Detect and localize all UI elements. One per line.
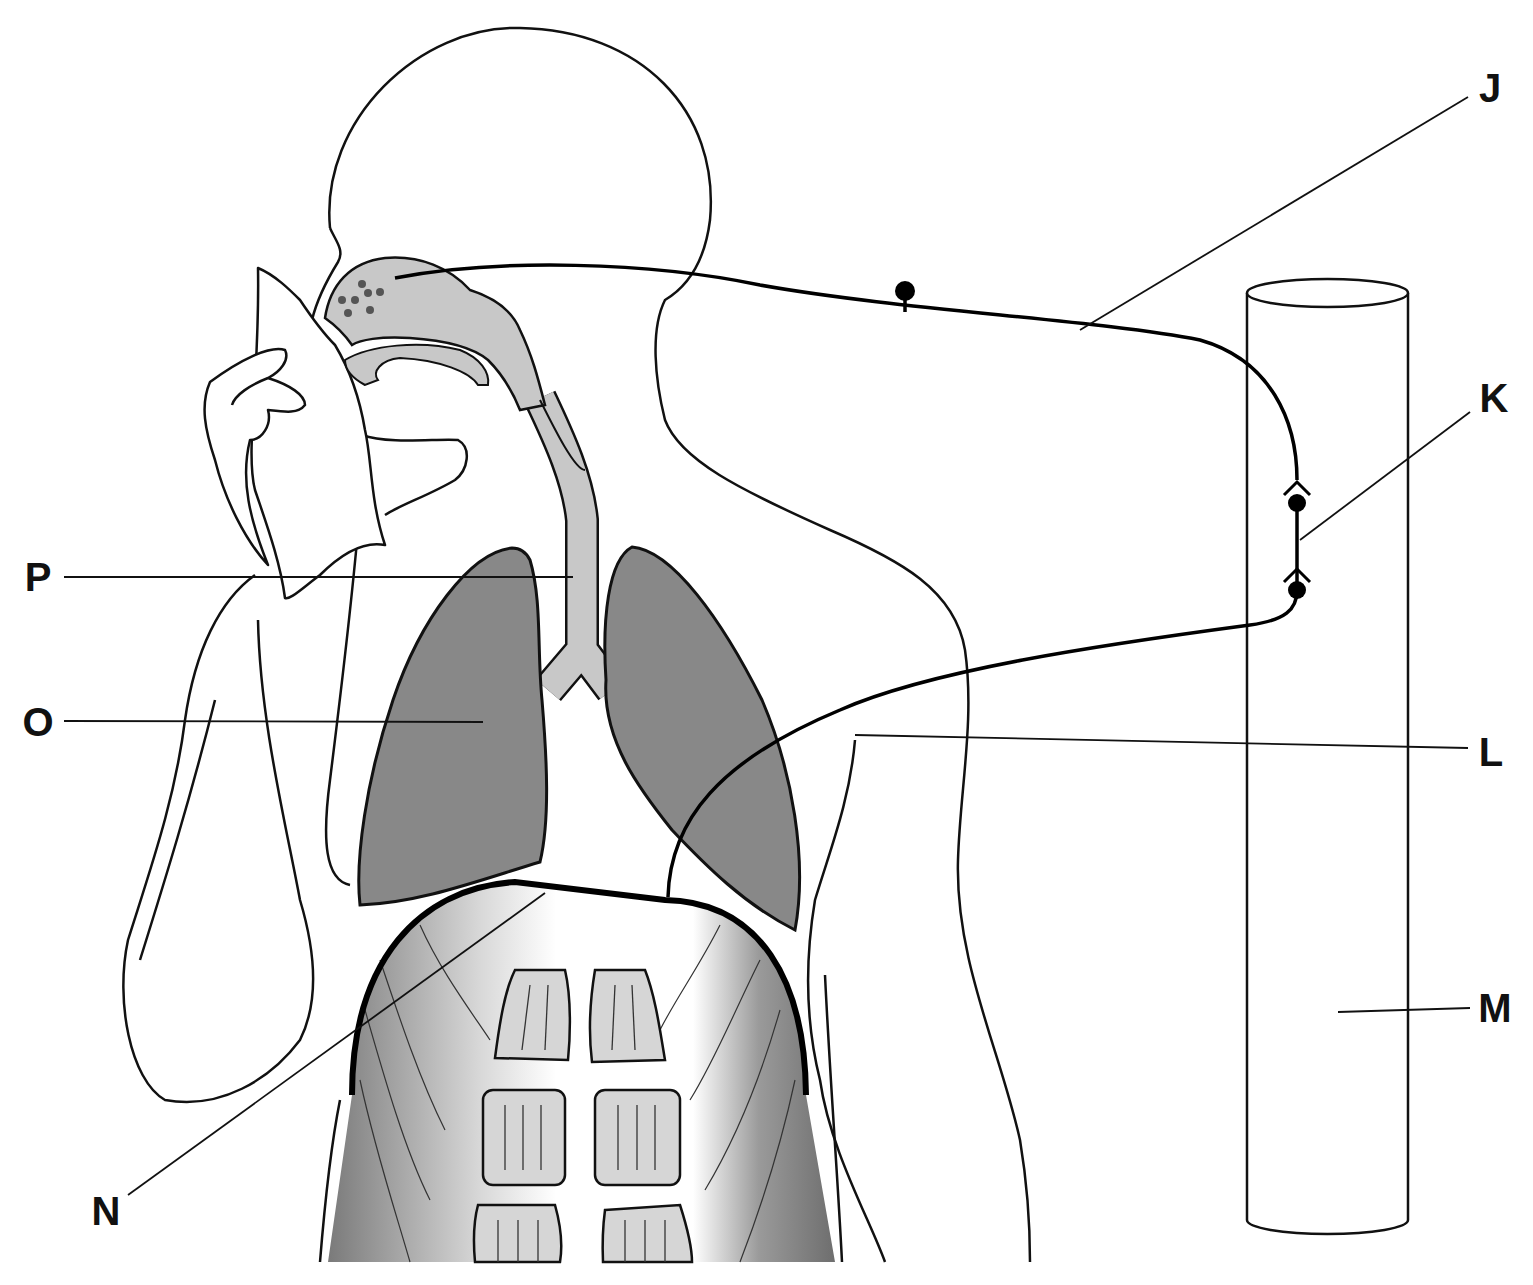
abdominal-muscles <box>522 1105 523 1170</box>
leader-lines <box>64 576 573 578</box>
spinal-cord <box>1247 279 1408 1234</box>
body-outline <box>825 975 842 1262</box>
airway <box>366 306 374 314</box>
callout-letter: N <box>90 1191 123 1231</box>
callout-letter: M <box>1476 988 1513 1028</box>
nerve-dots <box>895 281 1306 599</box>
airway <box>364 289 372 297</box>
body-outline <box>362 435 467 515</box>
abdominal-muscles <box>644 1220 645 1262</box>
leader-lines <box>64 721 483 722</box>
leader-lines <box>855 735 1468 748</box>
abdominal-muscles <box>654 1105 655 1170</box>
nerve-dots <box>1288 581 1306 599</box>
abdominal-muscles <box>498 985 665 1262</box>
nerve-pathway <box>395 265 1297 480</box>
abdominal-muscles <box>636 1105 637 1170</box>
nerve-pathway <box>668 590 1297 897</box>
leader-lines <box>1338 1008 1470 1012</box>
abdominal-muscles <box>360 925 795 1262</box>
abdominal-muscles <box>365 1010 430 1200</box>
abdominal-muscles <box>497 1220 498 1262</box>
abdominal-muscles <box>624 1220 625 1262</box>
nerve-pathway <box>1284 482 1310 495</box>
callout-letter: O <box>20 702 55 742</box>
abdominal-muscles <box>690 960 760 1100</box>
abdominal-muscles <box>420 925 490 1040</box>
spinal-cord <box>1247 293 1408 1234</box>
leader-lines <box>128 893 545 1195</box>
abdominal-muscles <box>517 1220 518 1262</box>
nerve-dots <box>1288 494 1306 512</box>
airway <box>325 258 545 410</box>
abdominal-muscles <box>504 1105 505 1170</box>
callout-letter: K <box>1478 378 1511 418</box>
abdominal-muscles <box>617 1105 618 1170</box>
airway <box>345 345 488 385</box>
lungs <box>359 547 800 930</box>
abdominal-muscles <box>474 1205 561 1262</box>
abdominal-muscles <box>540 1105 541 1170</box>
nerve-pathway <box>395 265 1310 897</box>
leader-lines <box>64 97 1470 1195</box>
hand-tissue <box>205 349 305 565</box>
abdominal-muscles <box>612 985 615 1050</box>
nerve-pathway <box>1295 503 1299 590</box>
abdominal-muscles <box>352 882 806 1095</box>
abdominal-muscles <box>632 985 635 1050</box>
abdominal-muscles <box>522 985 530 1050</box>
airway <box>540 400 585 470</box>
hand-tissue <box>232 378 268 405</box>
airway <box>540 398 612 690</box>
abdominal-muscles <box>474 970 692 1262</box>
abdominal-muscles <box>495 970 570 1060</box>
airway <box>338 280 384 317</box>
abdominal-muscles <box>537 1220 538 1262</box>
abdominal-muscles <box>380 960 445 1130</box>
abdominal-muscles <box>595 1090 680 1185</box>
body-outline <box>123 28 1030 1262</box>
abdominal-muscles <box>328 882 835 1262</box>
leader-lines <box>1300 412 1470 540</box>
callout-letter: J <box>1477 68 1503 108</box>
lungs <box>605 547 800 930</box>
callout-letter: P <box>23 557 54 597</box>
airway <box>358 280 366 288</box>
airway <box>351 296 359 304</box>
airway <box>540 398 612 690</box>
spinal-cord <box>1247 279 1408 307</box>
callout-letter: L <box>1477 732 1505 772</box>
abdominal-muscles <box>328 882 835 1262</box>
airway <box>338 296 346 304</box>
abdominal-muscles <box>603 1205 692 1262</box>
abdominal-muscles <box>545 985 548 1050</box>
abdominal-muscles <box>740 1080 795 1262</box>
abdominal-muscles <box>483 1090 565 1185</box>
nerve-pathway <box>1284 569 1310 582</box>
body-outline <box>326 530 358 885</box>
abdominal-muscles <box>664 1220 665 1262</box>
nerve-dots <box>895 281 915 301</box>
lungs <box>359 548 547 905</box>
abdominal-muscles <box>360 1080 410 1262</box>
abdominal-muscles <box>660 925 720 1030</box>
abdominal-muscles <box>590 970 665 1062</box>
body-outline <box>123 575 313 1102</box>
leader-lines <box>1080 97 1468 330</box>
airway <box>376 288 384 296</box>
airway <box>344 309 352 317</box>
abdominal-muscles <box>705 1010 780 1190</box>
body-outline <box>140 700 215 960</box>
